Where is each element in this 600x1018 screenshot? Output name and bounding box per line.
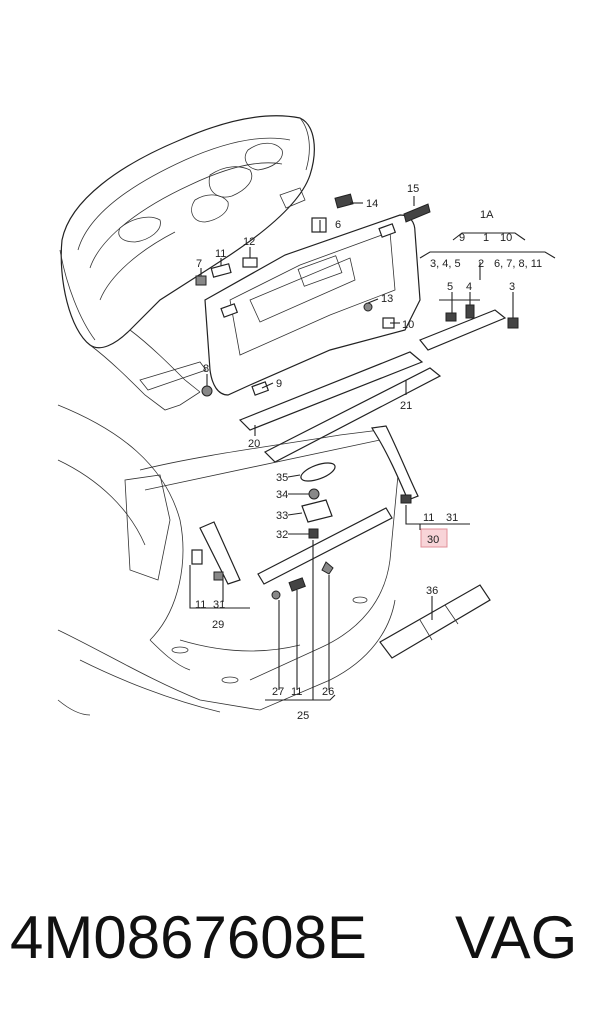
callout-36: 36 <box>426 585 438 597</box>
clip-32 <box>308 528 319 539</box>
clip-14 <box>334 193 354 209</box>
strip-25 <box>257 507 393 585</box>
lower-parts <box>191 425 491 659</box>
callout-26: 26 <box>322 686 334 698</box>
callout-10: 10 <box>500 232 512 244</box>
car-body-illustration <box>57 404 399 716</box>
callout-6: 6 <box>335 219 341 231</box>
callout-29: 29 <box>212 619 224 631</box>
screw-13 <box>363 302 373 312</box>
callout-12: 12 <box>243 236 255 248</box>
callout-27: 27 <box>272 686 284 698</box>
foam-36 <box>379 584 491 659</box>
cap-35 <box>300 462 336 482</box>
callout-4: 4 <box>466 281 472 293</box>
tailgate-illustration <box>59 115 315 411</box>
clip-parts <box>195 193 431 397</box>
callout-30-highlight <box>420 528 448 548</box>
callout-5: 5 <box>447 281 453 293</box>
callout-34: 34 <box>276 489 288 501</box>
callout-1A: 1A <box>480 209 494 221</box>
callout-31: 31 <box>446 512 458 524</box>
callout-20: 20 <box>248 438 260 450</box>
callout-31b: 31 <box>213 599 225 611</box>
callout-8: 8 <box>203 363 209 375</box>
callout-11: 11 <box>215 248 226 260</box>
callout-11d: 11 <box>291 686 302 698</box>
clip-12 <box>242 257 258 268</box>
callout-14: 14 <box>366 198 378 210</box>
bracket-33 <box>301 499 333 523</box>
callout-21: 21 <box>400 400 412 412</box>
callout-9b: 9 <box>276 378 282 390</box>
callout-32: 32 <box>276 529 288 541</box>
callout-30: 30 <box>427 534 439 546</box>
callout-15: 15 <box>407 183 419 195</box>
callout-7: 7 <box>196 258 202 270</box>
trim-strips <box>238 309 507 463</box>
clip-7 <box>195 275 207 286</box>
callout-6-7-8-11: 6, 7, 8, 11 <box>494 258 542 270</box>
clip-11 <box>210 263 232 278</box>
callout-25: 25 <box>297 710 309 722</box>
trim-29 <box>199 521 241 585</box>
callout-11c: 11 <box>195 599 206 611</box>
brand-label: VAG <box>455 904 578 971</box>
callout-13: 13 <box>381 293 393 305</box>
spring-15 <box>403 203 431 223</box>
part-number: 4M0867608E <box>10 904 367 971</box>
callout-1: 1 <box>483 232 489 244</box>
seal-30 <box>371 425 419 501</box>
callout-9: 9 <box>459 232 465 244</box>
clip-6 <box>311 217 327 233</box>
callout-33: 33 <box>276 510 288 522</box>
screw-34 <box>308 488 320 500</box>
clip-8 <box>201 385 213 397</box>
leader-lines <box>189 196 556 701</box>
callout-11b: 11 <box>423 512 434 524</box>
callout-10b: 10 <box>402 319 414 331</box>
callout-3-4-5: 3, 4, 5 <box>430 258 461 270</box>
callout-labels: 1A 9 1 10 3, 4, 5 2 6, 7, 8, 11 5 4 3 15… <box>195 183 542 722</box>
exploded-parts-diagram: 1A 9 1 10 3, 4, 5 2 6, 7, 8, 11 5 4 3 15… <box>57 115 556 722</box>
callout-35: 35 <box>276 472 288 484</box>
callout-2: 2 <box>478 258 484 270</box>
callout-3: 3 <box>509 281 515 293</box>
